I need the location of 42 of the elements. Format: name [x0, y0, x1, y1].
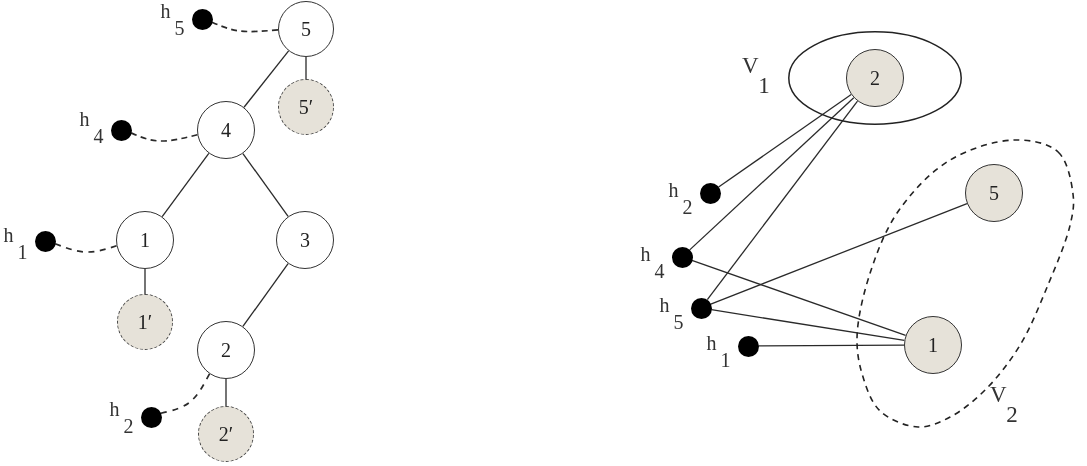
dashed-edge: [159, 373, 211, 415]
edge-line: [305, 56, 307, 80]
vertex-dot: [671, 246, 693, 268]
vertex-dot: [34, 230, 56, 252]
vertex-number: 1: [928, 335, 938, 355]
vertex-dot: [191, 8, 213, 30]
dashed-vertex: [117, 294, 173, 350]
vertex-number: 5′: [298, 97, 314, 117]
vertex-number: 3: [300, 230, 310, 250]
vertex-dot: [110, 119, 132, 141]
edge-line: [242, 152, 289, 218]
dashed-vertex: [198, 406, 254, 462]
vertex-number: 2′: [218, 424, 234, 444]
edge-line: [691, 259, 907, 337]
dashed-edge: [130, 132, 199, 142]
vertex-number: 2: [221, 340, 231, 360]
vertex-dot: [140, 406, 162, 428]
edge-line: [161, 152, 210, 218]
vertex-number: 5: [301, 19, 311, 39]
vertex-dot: [737, 335, 759, 357]
edge-line: [717, 93, 852, 188]
graph-vertex: [278, 1, 334, 57]
edge-line: [710, 202, 968, 305]
vertex-number: 1′: [137, 312, 153, 332]
edge-line: [710, 309, 905, 342]
edge-line: [144, 268, 146, 295]
edge-line: [689, 97, 855, 251]
set-outline: [856, 140, 1074, 428]
vertex-number: 2: [870, 68, 880, 88]
edge-line: [706, 100, 859, 301]
edge-line: [243, 50, 290, 108]
edge-line: [757, 344, 905, 347]
edge-line: [225, 378, 227, 407]
vertex-number: 1: [140, 230, 150, 250]
vertex-number: 5: [989, 183, 999, 203]
dashed-edge: [211, 21, 279, 33]
vertex-dot: [690, 297, 712, 319]
edge-line: [242, 262, 289, 328]
dashed-vertex: [278, 79, 334, 135]
vertex-number: 4: [221, 120, 231, 140]
vertex-dot: [699, 182, 721, 204]
dashed-edge: [54, 242, 118, 253]
